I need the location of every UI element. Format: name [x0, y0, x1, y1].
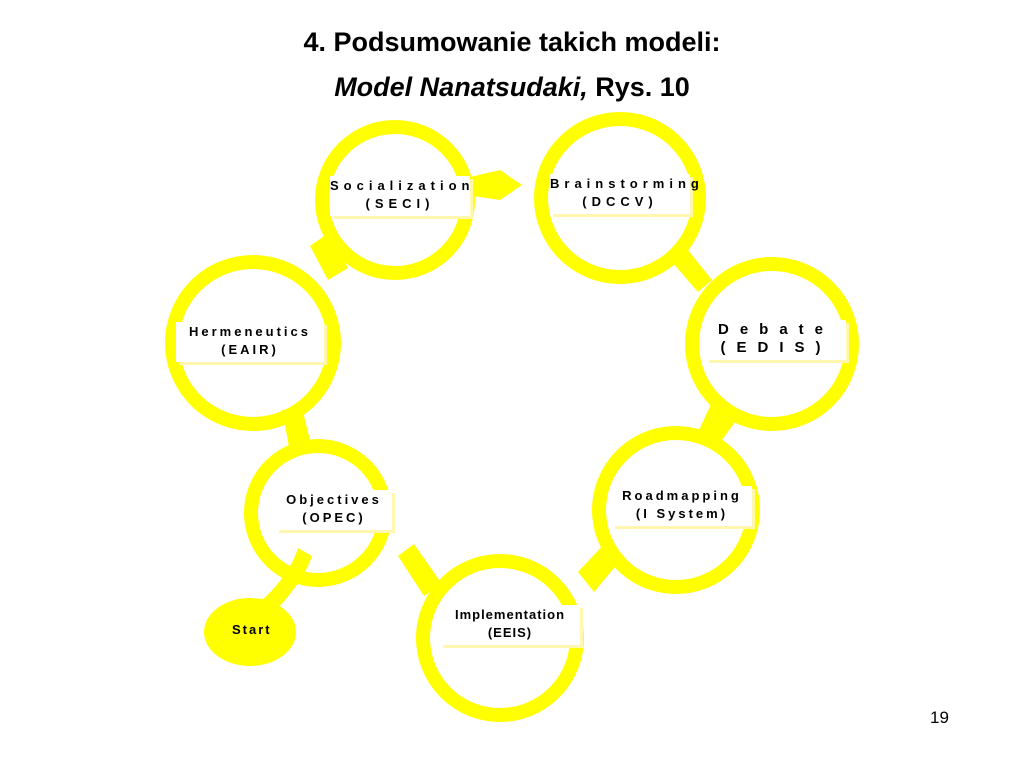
node-hermeneutics: Hermeneutics(EAIR) — [176, 322, 324, 362]
arrow-socialization-to-brainstorming — [466, 170, 522, 200]
cycle-arrows — [282, 170, 738, 596]
model-name: Model Nanatsudaki, — [334, 72, 588, 102]
arrow-roadmapping-to-implementation — [578, 540, 624, 592]
node-roadmapping: Roadmapping(I System) — [612, 486, 752, 526]
ring-roadmapping — [592, 426, 760, 594]
node-objectives: Objectives(OPEC) — [276, 490, 392, 530]
arrow-debate-to-roadmapping — [698, 402, 738, 448]
arrow-objectives-to-implementation — [398, 544, 442, 596]
node-debate: Debate(EDIS) — [706, 320, 846, 360]
node-brainstorming: Brainstorming(DCCV) — [550, 174, 699, 214]
ring-hermeneutics — [165, 255, 341, 431]
start-label: Start — [232, 622, 272, 637]
node-implementation: Implementation(EEIS) — [440, 605, 580, 645]
page-title: 4. Podsumowanie takich modeli: — [303, 27, 721, 57]
start-connector — [262, 548, 312, 610]
page-subtitle: Model Nanatsudaki, Rys. 10 — [0, 71, 1024, 103]
arrow-brainstorming-to-debate — [672, 250, 712, 292]
figure-ref: Rys. 10 — [587, 72, 690, 102]
page-number: 19 — [930, 708, 949, 727]
ring-brainstorming — [534, 112, 706, 284]
start-node — [204, 598, 296, 666]
arrow-hermeneutics-to-socialization — [310, 232, 348, 280]
arrow-hermeneutics-to-objectives — [282, 408, 312, 452]
ring-debate — [685, 257, 859, 431]
node-socialization: Socialization(SECI) — [330, 176, 470, 216]
